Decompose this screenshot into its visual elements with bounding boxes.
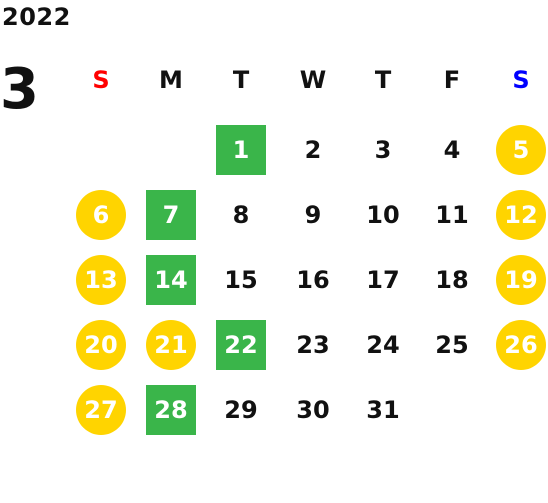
weekday-header: T <box>374 66 392 94</box>
calendar-day[interactable]: 7 <box>146 190 196 240</box>
calendar-day[interactable]: 27 <box>76 385 126 435</box>
weekday-header: W <box>299 66 327 94</box>
calendar-day[interactable]: 15 <box>224 266 258 294</box>
calendar-day[interactable]: 8 <box>232 201 250 229</box>
calendar-day[interactable]: 12 <box>496 190 546 240</box>
calendar-day[interactable]: 28 <box>146 385 196 435</box>
calendar-day[interactable]: 10 <box>366 201 400 229</box>
calendar-day[interactable]: 6 <box>76 190 126 240</box>
calendar-day[interactable]: 3 <box>374 136 392 164</box>
calendar-day[interactable]: 9 <box>304 201 322 229</box>
weekday-header: S <box>92 66 110 94</box>
calendar-day[interactable]: 5 <box>496 125 546 175</box>
calendar-day[interactable]: 19 <box>496 255 546 305</box>
calendar-day[interactable]: 20 <box>76 320 126 370</box>
calendar-day[interactable]: 11 <box>435 201 469 229</box>
weekday-header: S <box>512 66 530 94</box>
calendar-day[interactable]: 16 <box>296 266 330 294</box>
calendar-day[interactable]: 18 <box>435 266 469 294</box>
calendar-day[interactable]: 30 <box>296 396 330 424</box>
weekday-header: F <box>443 66 461 94</box>
year-label: 2022 <box>2 3 71 31</box>
calendar-day[interactable]: 2 <box>304 136 322 164</box>
calendar-day[interactable]: 31 <box>366 396 400 424</box>
weekday-header: M <box>159 66 183 94</box>
month-number: 3 <box>0 57 39 122</box>
calendar-day[interactable]: 24 <box>366 331 400 359</box>
calendar-day[interactable]: 22 <box>216 320 266 370</box>
calendar-day[interactable]: 26 <box>496 320 546 370</box>
calendar-day[interactable]: 23 <box>296 331 330 359</box>
weekday-header: T <box>232 66 250 94</box>
calendar-day[interactable]: 17 <box>366 266 400 294</box>
calendar-day[interactable]: 21 <box>146 320 196 370</box>
calendar-day[interactable]: 4 <box>443 136 461 164</box>
calendar-day[interactable]: 29 <box>224 396 258 424</box>
calendar-day[interactable]: 13 <box>76 255 126 305</box>
calendar-day[interactable]: 25 <box>435 331 469 359</box>
calendar-day[interactable]: 14 <box>146 255 196 305</box>
calendar-day[interactable]: 1 <box>216 125 266 175</box>
